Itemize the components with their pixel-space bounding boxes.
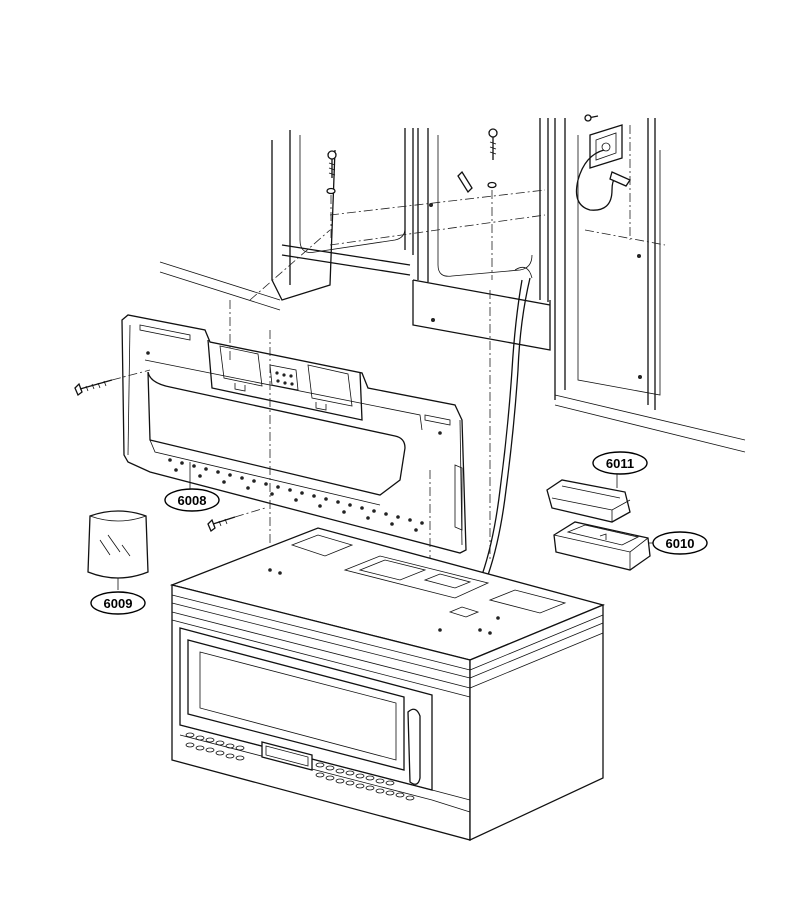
plate-screws [74, 369, 266, 533]
label-6010-text: 6010 [666, 536, 695, 551]
mounting-plate [121, 290, 491, 600]
control-buttons [185, 732, 415, 801]
label-6008-text: 6008 [178, 493, 207, 508]
label-6009-text: 6009 [104, 596, 133, 611]
label-6010: 6010 [648, 531, 708, 555]
top-screws [326, 128, 498, 280]
plate-hole-row [146, 351, 442, 532]
label-6011: 6011 [592, 451, 648, 488]
power-cord [469, 279, 523, 613]
damper-part [553, 521, 651, 571]
damper-cover-part [546, 479, 631, 523]
label-6011-text: 6011 [606, 456, 634, 471]
microwave-oven [169, 527, 606, 842]
label-6008: 6008 [164, 462, 220, 512]
wall-cabinets [159, 114, 746, 453]
hardware-bag [87, 510, 149, 590]
label-6009: 6009 [90, 591, 146, 615]
